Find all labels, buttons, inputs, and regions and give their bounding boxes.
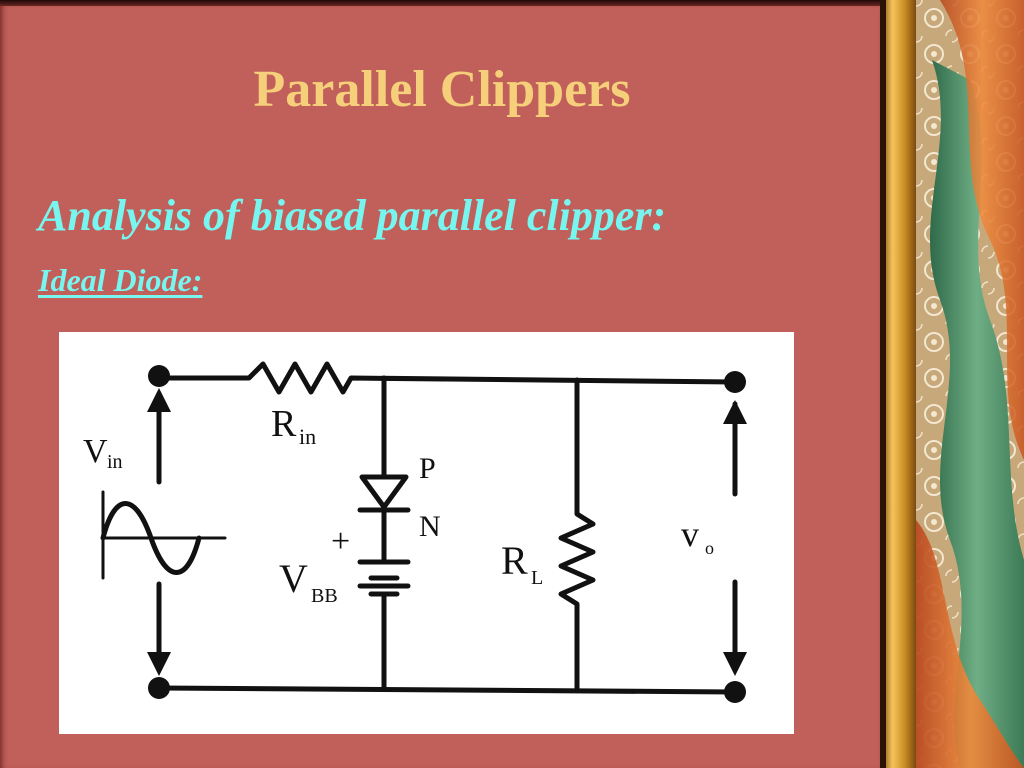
- battery-plates: [357, 559, 411, 597]
- diode-triangle: [359, 474, 409, 510]
- vo-subscript: o: [705, 538, 714, 558]
- rin-label: R: [271, 403, 297, 445]
- vin-arrowhead-up: [147, 388, 171, 412]
- top-wire: [156, 361, 738, 395]
- slide-subtitle: Analysis of biased parallel clipper:: [38, 191, 667, 240]
- slide-top-edge: [0, 0, 880, 6]
- slide-subheading: Ideal Diode:: [38, 262, 203, 298]
- bottom-wire: [156, 685, 738, 695]
- vin-terminal-top: [148, 365, 170, 387]
- rl-subscript: L: [531, 567, 543, 589]
- decorative-art: [880, 0, 1024, 768]
- circuit-svg: V in R in P N + V BB R L v o: [83, 361, 747, 703]
- vo-terminal-bottom: [724, 681, 746, 703]
- vin-subscript: in: [107, 451, 123, 473]
- vin-terminal-bottom: [148, 677, 170, 699]
- load-resistor: [558, 377, 596, 693]
- slide-title: Parallel Clippers: [253, 61, 631, 118]
- vo-terminal-top: [724, 371, 746, 393]
- vbb-label: V: [279, 556, 308, 601]
- circuit-diagram: V in R in P N + V BB R L v o: [59, 332, 794, 734]
- battery-plus-label: +: [331, 523, 350, 560]
- vin-label: V: [83, 433, 108, 470]
- vo-label: v: [681, 514, 699, 554]
- diode-n-label: N: [419, 510, 441, 543]
- decorative-side-panel: [880, 0, 1024, 768]
- vo-arrowhead-down: [723, 652, 747, 676]
- vo-arrowhead-up: [723, 400, 747, 424]
- rin-subscript: in: [299, 424, 316, 449]
- vin-arrowhead-down: [147, 652, 171, 676]
- diode-p-label: P: [419, 452, 436, 485]
- rl-label: R: [501, 538, 528, 583]
- sine-wave: [100, 501, 202, 575]
- vbb-subscript: BB: [311, 585, 338, 607]
